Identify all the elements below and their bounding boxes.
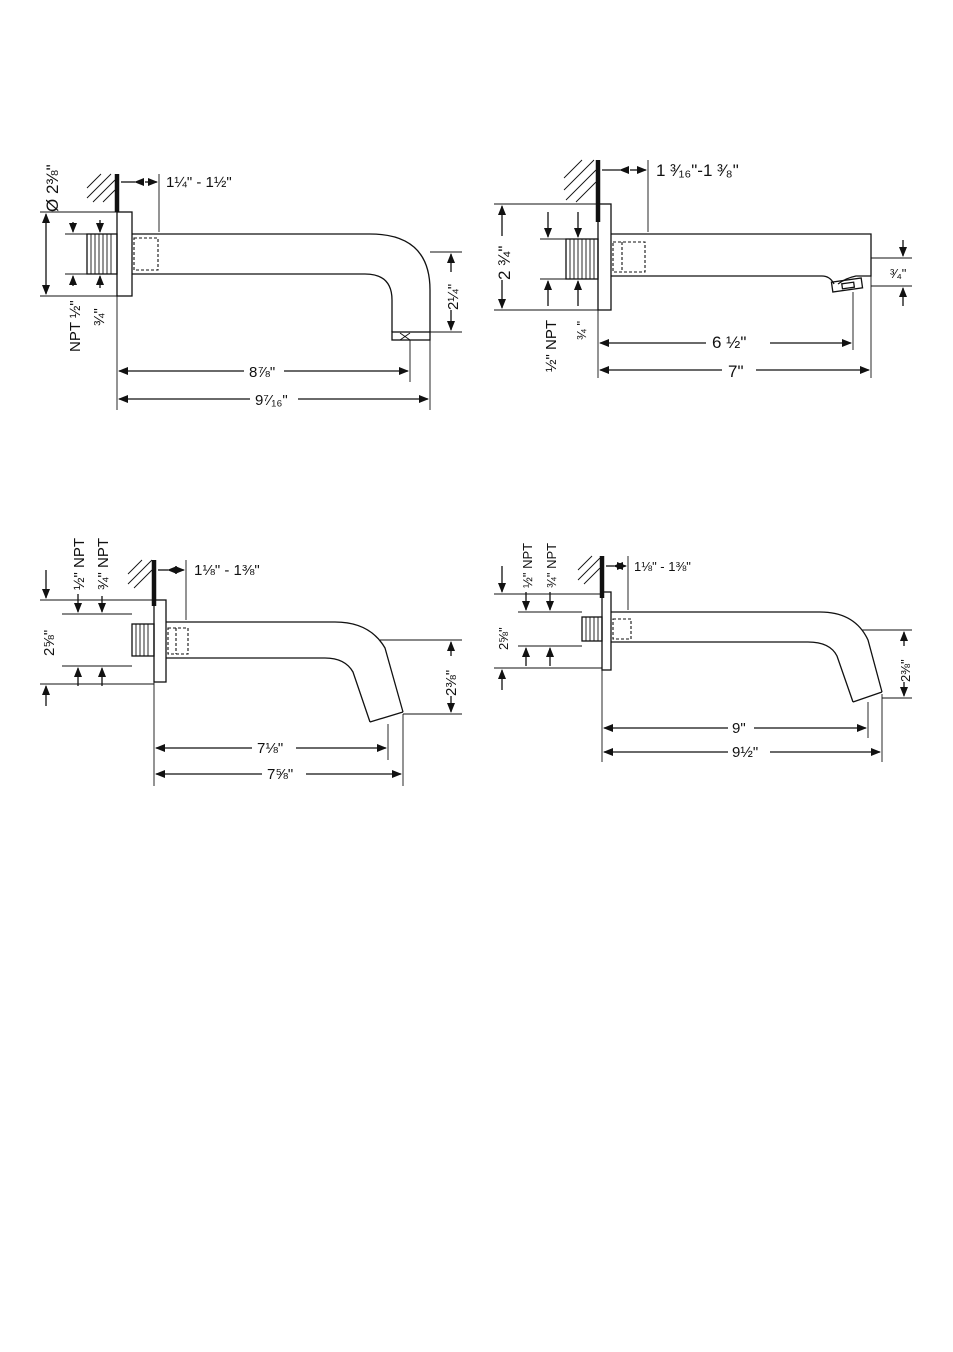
dimension-wall-range: 1¼" - 1½" xyxy=(166,174,232,191)
dimension-height: 2⅝" xyxy=(41,630,58,656)
dimension-drop: 2⅜" xyxy=(898,659,913,682)
thread-connector xyxy=(582,617,602,641)
spout-outline xyxy=(132,234,430,332)
dimension-inner-length: 9" xyxy=(732,720,746,737)
dimension-drop: ³⁄₄" xyxy=(890,266,907,281)
label-thread: ¾" NPT xyxy=(544,543,559,588)
dimension-inner-length: 6 ½" xyxy=(712,333,746,352)
drawing-2-spout-straight: 2 ¾" 1 ³⁄₁₆"-1 ³⁄₈" ½" NPT ¾ " ³⁄₄" 6 ½"… xyxy=(494,160,912,381)
dimension-inner-length: 7⅛" xyxy=(257,740,283,757)
aerator xyxy=(392,332,430,340)
label-npt: ½" NPT xyxy=(71,538,88,590)
dimension-wall-range: 1⅛" - 1⅜" xyxy=(634,559,691,574)
escutcheon-plate xyxy=(154,600,166,682)
dimension-drop: 2¼" xyxy=(445,284,462,310)
dimension-drop: 2⅜" xyxy=(443,670,460,696)
dimension-outer-length: 9½" xyxy=(732,744,758,761)
drawing-4-spout-angled-long: ½" NPT ¾" NPT 2⅝" 1⅛" - 1⅜" 2⅜" 9" 9½" xyxy=(494,543,913,762)
dimension-outer-length: 7⅝" xyxy=(267,766,293,783)
label-thread: ¾ " xyxy=(574,321,589,340)
label-npt: ½" NPT xyxy=(520,543,535,588)
drawing-1-spout-long: Ø 2⅜" 1¼" - 1½" NPT ½" ¾" 2¼" 8⅞" 9⁷⁄₁₆" xyxy=(40,164,462,410)
dimension-wall-range: 1 ³⁄₁₆"-1 ³⁄₈" xyxy=(656,161,739,180)
dimension-height: 2 ¾" xyxy=(495,246,514,280)
dimension-height: 2⅝" xyxy=(496,627,511,650)
label-thread: ¾" xyxy=(91,308,108,326)
label-npt: ½" NPT xyxy=(543,320,560,372)
dimension-diameter: Ø 2⅜" xyxy=(43,164,62,212)
dimension-inner-length: 8⅞" xyxy=(249,364,275,381)
drawing-3-spout-angled: ½" NPT ¾" NPT 2⅝" 1⅛" - 1⅜" 2⅜" 7⅛" 7⅝" xyxy=(40,538,462,786)
spout-outline xyxy=(166,622,403,712)
escutcheon-plate xyxy=(602,592,611,670)
spout-outline xyxy=(611,612,882,692)
wall-hatch xyxy=(578,556,602,598)
thread-connector xyxy=(132,624,154,656)
wall-hatch xyxy=(128,560,154,606)
dimension-wall-range: 1⅛" - 1⅜" xyxy=(194,562,260,579)
wall-hatch xyxy=(564,160,598,222)
label-thread: ¾" NPT xyxy=(95,538,112,590)
dimension-outer-length: 7" xyxy=(728,362,744,381)
aerator xyxy=(831,278,862,292)
label-npt: NPT ½" xyxy=(67,300,84,352)
wall-hatch xyxy=(87,174,117,212)
escutcheon-plate xyxy=(117,212,132,296)
thread-connector xyxy=(87,234,117,274)
thread-connector xyxy=(566,239,598,279)
dimension-outer-length: 9⁷⁄₁₆" xyxy=(255,392,288,409)
